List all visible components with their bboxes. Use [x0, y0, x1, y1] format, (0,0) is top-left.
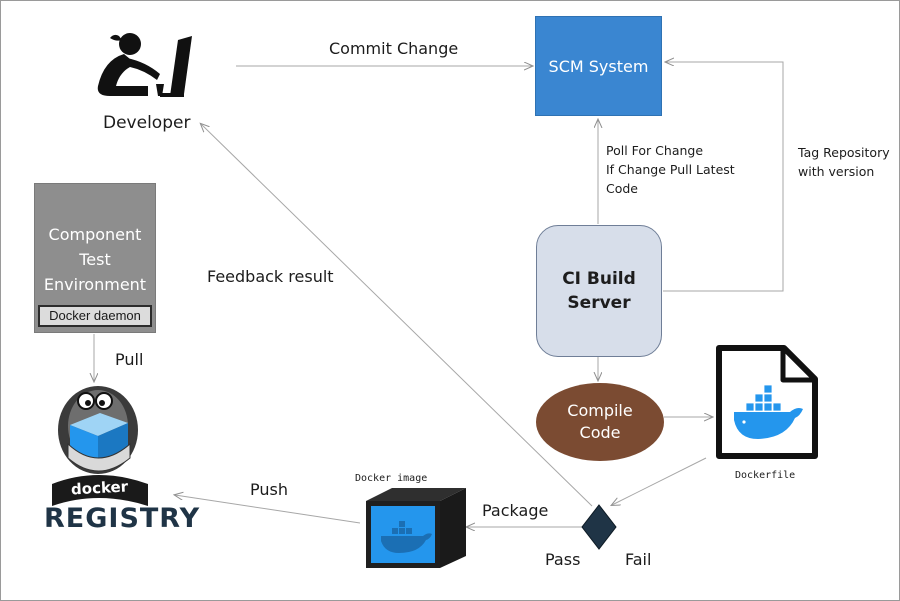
poll-line-2: If Change Pull Latest [606, 162, 735, 177]
tag-line-2: with version [798, 164, 875, 179]
developer-at-computer-icon [97, 33, 192, 97]
cte-line-1: Component [48, 225, 142, 244]
tag-repository-label: Tag Repository with version [798, 143, 890, 181]
registry-registry-text: REGISTRY [44, 503, 201, 534]
ci-build-line-2: Server [567, 293, 631, 313]
scm-system-node: SCM System [535, 16, 662, 116]
compile-code-node: Compile Code [536, 383, 664, 461]
scm-system-label: SCM System [548, 56, 649, 76]
docker-registry-logo-icon [52, 386, 148, 506]
component-test-environment-node: Component Test Environment Docker daemon [34, 183, 156, 333]
tag-line-1: Tag Repository [798, 145, 890, 160]
pull-label: Pull [115, 350, 144, 369]
docker-image-cube-icon [366, 488, 466, 568]
commit-change-label: Commit Change [329, 39, 459, 58]
ci-build-server-node: CI Build Server [536, 225, 662, 357]
dockerfile-document-icon [716, 345, 818, 459]
developer-label: Developer [103, 113, 191, 133]
poll-for-change-label: Poll For Change If Change Pull Latest Co… [606, 141, 735, 198]
arrow-feedback-result [201, 124, 593, 507]
pass-label: Pass [545, 550, 581, 569]
ci-build-line-1: CI Build [562, 269, 636, 289]
docker-daemon-box: Docker daemon [38, 305, 152, 327]
decision-diamond [581, 504, 617, 550]
dockerfile-label: Dockerfile [735, 470, 796, 481]
compile-line-2: Code [579, 423, 621, 442]
arrow-dockerfile-to-decision [612, 457, 707, 505]
docker-image-label: Docker image [355, 473, 428, 484]
compile-line-1: Compile [567, 400, 633, 420]
poll-line-1: Poll For Change [606, 143, 704, 158]
cte-line-2: Test [79, 250, 111, 269]
feedback-result-label: Feedback result [207, 267, 334, 286]
package-label: Package [482, 501, 549, 520]
registry-docker-text: docker [70, 477, 129, 499]
component-test-environment-title: Component Test Environment [35, 222, 155, 297]
push-label: Push [250, 480, 288, 499]
fail-label: Fail [625, 550, 652, 569]
arrow-tag-repository [663, 62, 784, 292]
arrow-push [175, 495, 361, 524]
cte-line-3: Environment [43, 275, 147, 294]
poll-line-3: Code [606, 181, 639, 196]
